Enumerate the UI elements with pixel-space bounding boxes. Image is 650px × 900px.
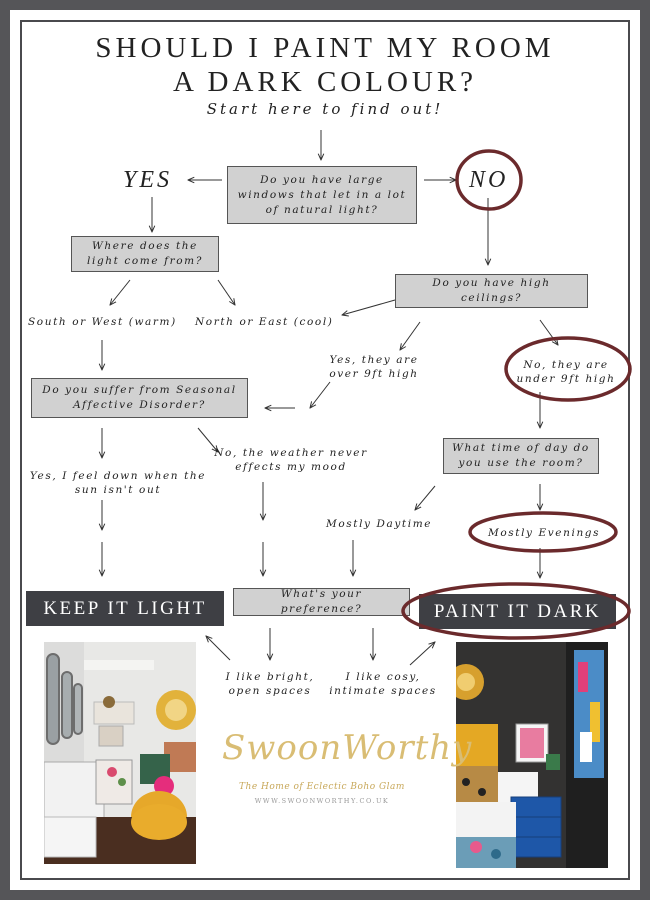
answer-evenings: Mostly Evenings: [488, 527, 601, 539]
result-paint-it-dark: PAINT IT DARK: [419, 594, 616, 629]
logo-tagline: The Home of Eclectic Boho Glam: [239, 782, 405, 792]
result-keep-it-light: KEEP IT LIGHT: [26, 591, 224, 626]
connector-arrows: [10, 130, 640, 666]
answer-over-9ft: Yes, they are over 9ft high: [329, 354, 419, 380]
swoonworthy-logo: SwoonWorthy: [222, 728, 473, 768]
title-line-1: SHOULD I PAINT MY ROOM: [95, 32, 555, 64]
question-light-source: Where does the light come from?: [71, 236, 219, 272]
flowchart-page: SHOULD I PAINT MY ROOM A DARK COLOUR? St…: [10, 10, 640, 890]
page-border: [20, 20, 630, 880]
question-sad: Do you suffer from Seasonal Affective Di…: [31, 378, 248, 418]
evenings-highlight-oval: [468, 511, 618, 553]
arrow-ceilings-ne: [342, 299, 396, 315]
title-line-2: A DARK COLOUR?: [172, 66, 478, 98]
arrow-cosy-dark: [409, 642, 435, 666]
paint-dark-highlight-oval: [401, 582, 631, 640]
question-time-of-day: What time of day do you use the room?: [443, 438, 599, 474]
logo-url: WWW.SWOONWORTHY.CO.UK: [254, 797, 390, 805]
arrow-ceilings-over: [400, 321, 421, 350]
no-highlight-oval: [455, 149, 523, 211]
question-large-windows: Do you have large windows that let in a …: [227, 166, 417, 224]
answer-south-west: South or West (warm): [28, 316, 177, 328]
dark-room-photo: [456, 642, 608, 868]
answer-feel-down: Yes, I feel down when the sun isn't out: [29, 470, 207, 496]
answer-north-east: North or East (cool): [195, 316, 334, 328]
arrow-sad-weather: [197, 427, 218, 452]
answer-bright-open: I like bright, open spaces: [225, 671, 315, 697]
subtitle: Start here to find out!: [206, 100, 444, 118]
arrow-bright-light: [206, 636, 231, 661]
question-preference: What's your preference?: [233, 588, 410, 616]
arrow-light-ne: [217, 279, 235, 305]
light-room-photo: [44, 642, 196, 864]
answer-under-9ft: No, they are under 9ft high: [516, 359, 616, 385]
arrow-time-daytime: [415, 485, 436, 510]
answer-daytime: Mostly Daytime: [326, 518, 433, 530]
highlight-ovals: [401, 149, 632, 640]
question-high-ceilings: Do you have high ceilings?: [395, 274, 588, 308]
arrow-light-sw: [110, 279, 131, 305]
arrow-over-sad: [310, 381, 331, 408]
arrow-ceilings-under: [539, 319, 558, 345]
answer-yes: YES: [123, 167, 173, 193]
under-9ft-highlight-oval: [504, 336, 632, 402]
answer-weather: No, the weather never effects my mood: [214, 447, 368, 473]
answer-cosy-intimate: I like cosy, intimate spaces: [329, 671, 437, 697]
answer-no: NO: [469, 167, 509, 193]
